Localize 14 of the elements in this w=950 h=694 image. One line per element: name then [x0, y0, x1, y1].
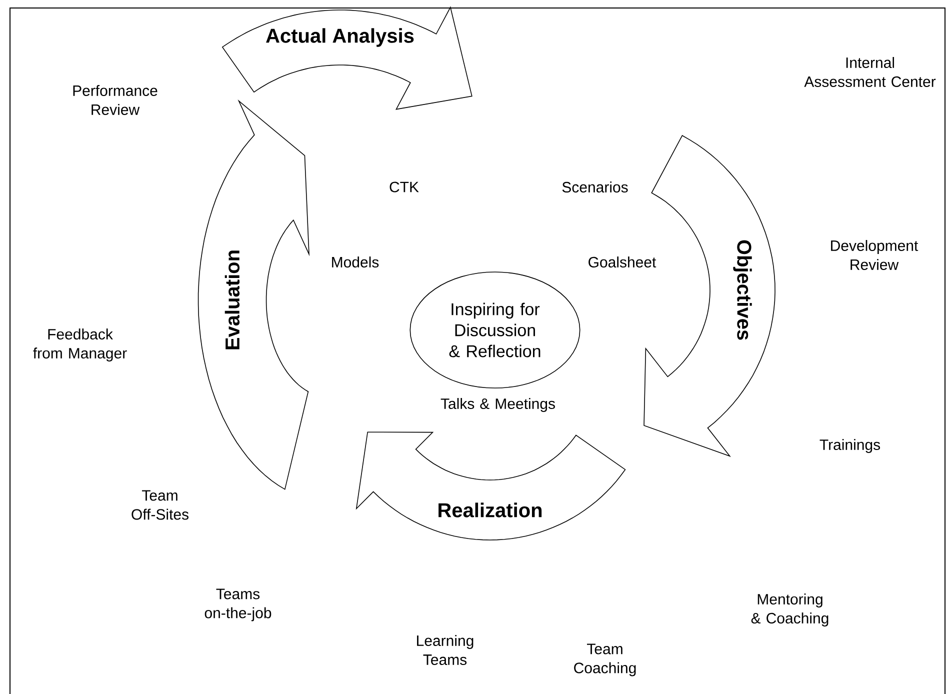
label: Mentoring & Coaching — [751, 594, 828, 626]
label: Learning Teams — [417, 635, 474, 665]
label: Development Review — [831, 240, 918, 270]
label: Internal Assessment Center — [804, 57, 936, 87]
label: Performance Review — [73, 85, 158, 115]
label: Team Off-Sites — [132, 490, 188, 520]
label: Feedback from Manager — [33, 328, 127, 362]
label: CTK — [390, 182, 419, 192]
label: Team Coaching — [574, 644, 636, 676]
label: Talks & Meetings — [440, 398, 555, 412]
label: Teams on-the-job — [204, 588, 272, 622]
label: Scenarios — [562, 182, 628, 192]
label: Trainings — [820, 439, 880, 453]
label: Models — [332, 256, 379, 268]
